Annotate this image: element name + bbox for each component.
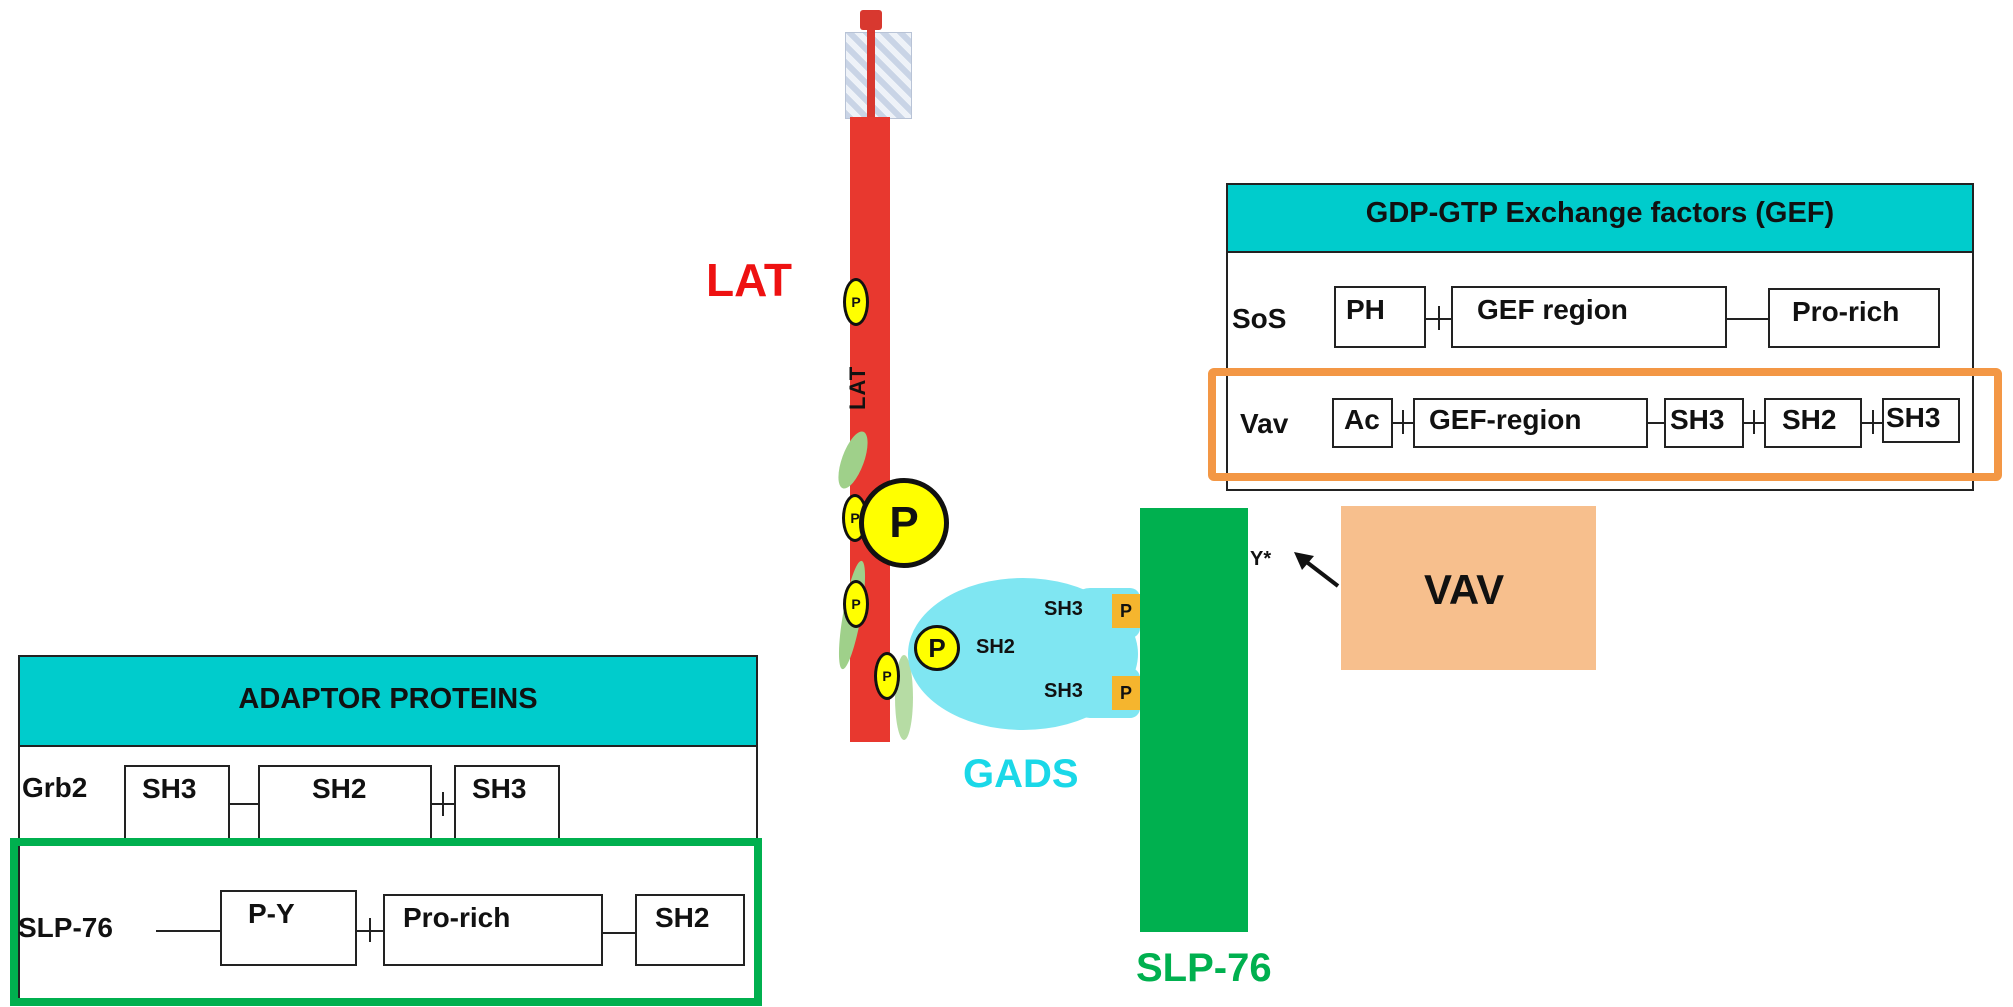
vav-label: VAV (1424, 566, 1504, 614)
gef-domain-ph: PH (1334, 286, 1426, 348)
phospho-site-icon: P (874, 652, 900, 700)
gef-row-label-sos: SoS (1232, 303, 1286, 335)
connector-line (230, 803, 258, 805)
adaptor-domain-sh3-b: SH3 (454, 765, 560, 840)
gads-p-tag-top: P (1112, 594, 1140, 628)
lat-label: LAT (706, 253, 792, 307)
slp76-bar (1140, 508, 1248, 932)
connector-tick (442, 792, 444, 816)
y-star-label: Y* (1250, 548, 1271, 571)
phospho-site-icon: P (843, 278, 869, 326)
gads-label: GADS (963, 752, 1079, 797)
lat-stalk (867, 25, 875, 120)
adaptor-domain-sh3-a: SH3 (124, 765, 230, 840)
gads-phospho-icon: P (914, 625, 960, 671)
gads-sh3-bottom-label: SH3 (1044, 680, 1083, 703)
adaptor-row-label-grb2: Grb2 (22, 772, 87, 804)
lat-vertical-label: LAT (845, 366, 871, 410)
lat-bar (850, 117, 890, 742)
membrane-segment (845, 32, 912, 119)
phospho-big-icon: P (859, 478, 949, 568)
adaptor-domain-sh2: SH2 (258, 765, 432, 840)
gef-domain-gef-region: GEF region (1451, 286, 1727, 348)
gef-domain-pro-rich: Pro-rich (1768, 288, 1940, 348)
gads-sh3-top-label: SH3 (1044, 598, 1083, 621)
phospho-site-icon: P (843, 580, 869, 628)
vav-highlight-box (1208, 368, 2002, 481)
adaptor-panel-title: ADAPTOR PROTEINS (20, 657, 756, 747)
gads-sh2-label: SH2 (976, 636, 1015, 659)
connector-tick (1438, 306, 1440, 330)
connector-line (1727, 318, 1768, 320)
gads-p-tag-bottom: P (1112, 676, 1140, 710)
slp76-label: SLP-76 (1136, 946, 1272, 991)
slp76-highlight-box (10, 838, 762, 1006)
gef-panel-title: GDP-GTP Exchange factors (GEF) (1228, 185, 1972, 253)
